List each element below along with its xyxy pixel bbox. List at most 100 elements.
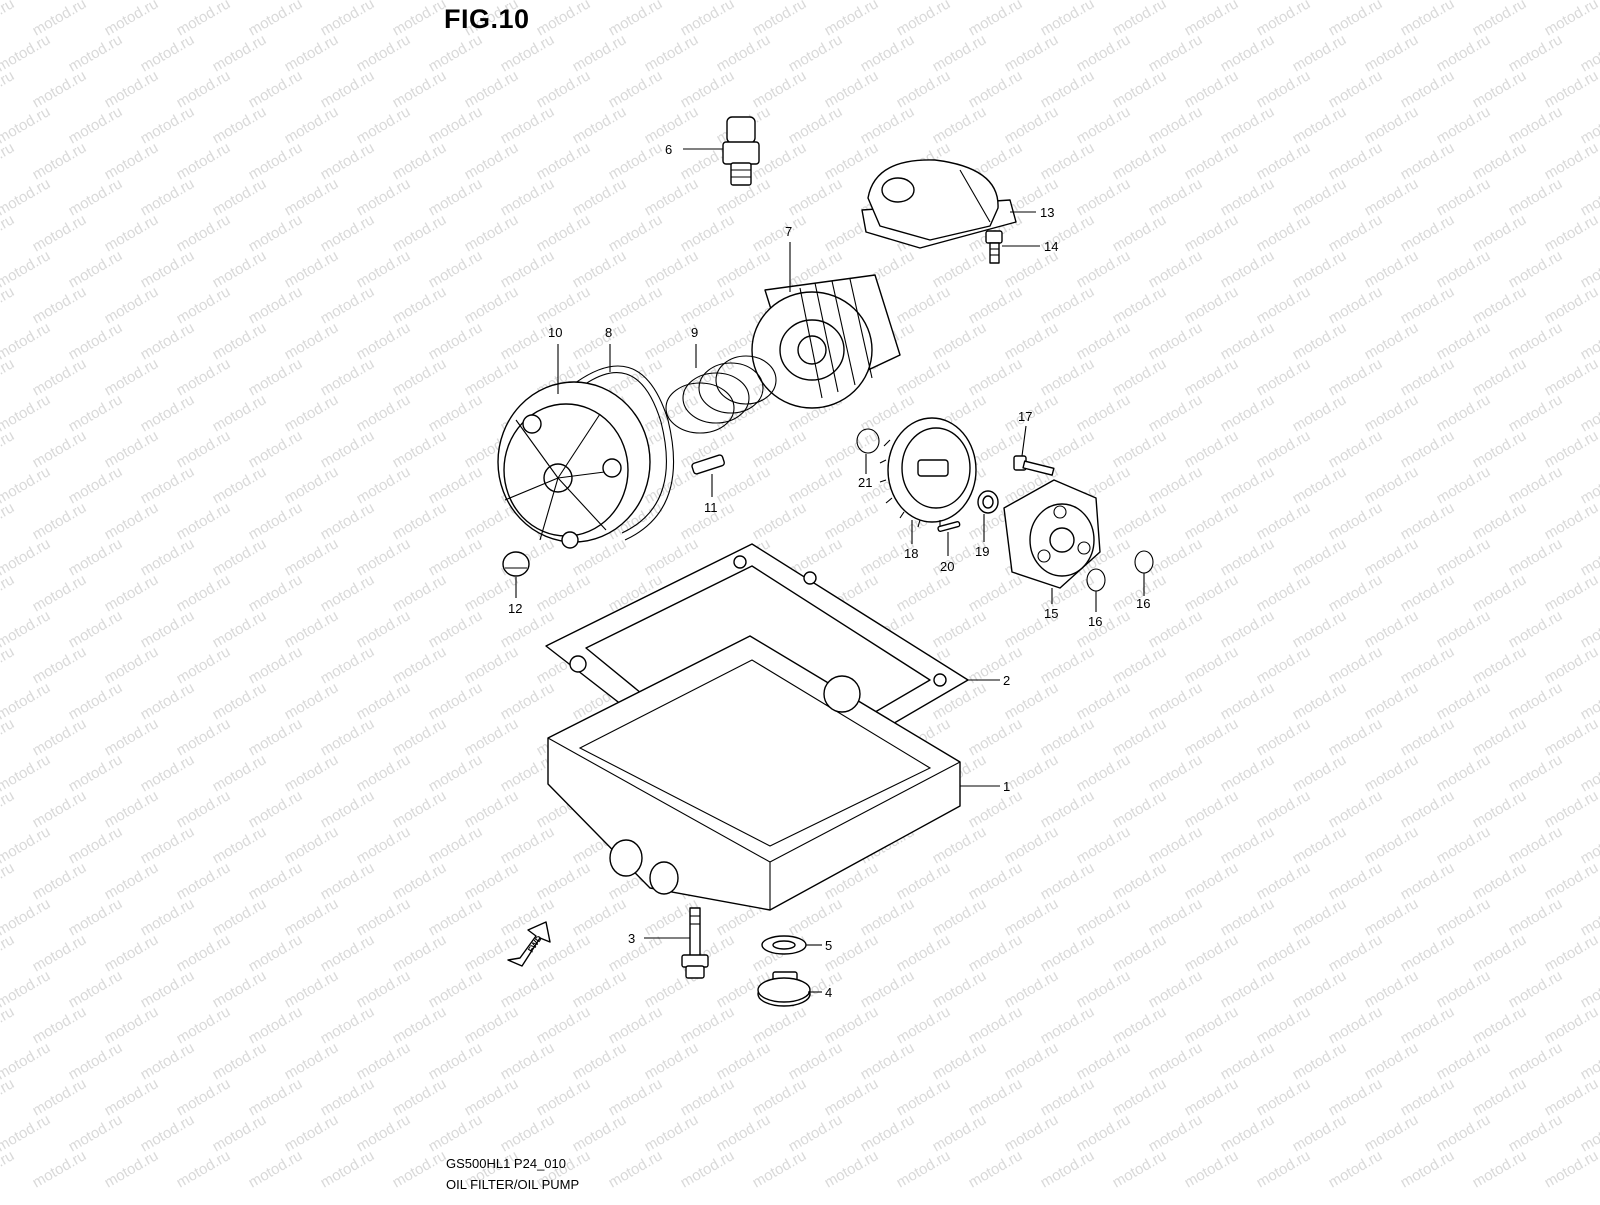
watermark-text: motod.ru [822, 139, 882, 183]
watermark-text: motod.ru [534, 0, 594, 39]
watermark-text: motod.ru [390, 1147, 450, 1191]
watermark-text: motod.ru [174, 571, 234, 615]
watermark-text: motod.ru [0, 211, 17, 255]
watermark-text: motod.ru [390, 67, 450, 111]
callout-5: 5 [825, 938, 832, 953]
watermark-text: motod.ru [462, 643, 522, 687]
watermark-text: motod.ru [426, 535, 486, 579]
watermark-text: motod.ru [894, 931, 954, 975]
watermark-text: motod.ru [174, 1003, 234, 1047]
watermark-text: motod.ru [1470, 643, 1530, 687]
watermark-text: motod.ru [0, 427, 17, 471]
watermark-text: motod.ru [1398, 1075, 1458, 1119]
watermark-text: motod.ru [30, 283, 90, 327]
watermark-text: motod.ru [1362, 607, 1422, 651]
callout-19: 19 [975, 544, 989, 559]
watermark-text: motod.ru [714, 391, 774, 435]
watermark-text: motod.ru [30, 715, 90, 759]
watermark-text: motod.ru [66, 247, 126, 291]
watermark-text: motod.ru [66, 1111, 126, 1155]
watermark-text: motod.ru [1110, 211, 1170, 255]
watermark-text: motod.ru [1542, 931, 1600, 975]
watermark-text: motod.ru [966, 859, 1026, 903]
watermark-text: motod.ru [0, 715, 17, 759]
watermark-text: motod.ru [930, 31, 990, 75]
watermark-text: motod.ru [30, 859, 90, 903]
watermark-text: motod.ru [1074, 31, 1134, 75]
watermark-text: motod.ru [1146, 535, 1206, 579]
watermark-text: motod.ru [1182, 1003, 1242, 1047]
watermark-text: motod.ru [1290, 175, 1350, 219]
watermark-text: motod.ru [1254, 787, 1314, 831]
watermark-text: motod.ru [858, 967, 918, 1011]
watermark-text: motod.ru [570, 319, 630, 363]
watermark-text: motod.ru [1182, 283, 1242, 327]
watermark-text: motod.ru [1110, 787, 1170, 831]
watermark-text: motod.ru [1470, 1147, 1530, 1191]
watermark-text: motod.ru [1182, 1075, 1242, 1119]
watermark-text: motod.ru [462, 283, 522, 327]
watermark-text: motod.ru [1506, 31, 1566, 75]
watermark-text: motod.ru [1362, 1111, 1422, 1155]
watermark-text: motod.ru [318, 67, 378, 111]
watermark-text: motod.ru [714, 463, 774, 507]
watermark-text: motod.ru [1218, 535, 1278, 579]
watermark-text: motod.ru [1218, 391, 1278, 435]
watermark-text: motod.ru [174, 139, 234, 183]
watermark-text: motod.ru [786, 175, 846, 219]
watermark-text: motod.ru [1398, 211, 1458, 255]
watermark-text: motod.ru [1218, 679, 1278, 723]
watermark-text: motod.ru [858, 31, 918, 75]
watermark-text: motod.ru [102, 427, 162, 471]
watermark-text: motod.ru [1002, 1039, 1062, 1083]
callout-6: 6 [665, 142, 672, 157]
watermark-text: motod.ru [822, 427, 882, 471]
watermark-text: motod.ru [1362, 1039, 1422, 1083]
watermark-text: motod.ru [1398, 499, 1458, 543]
watermark-text: motod.ru [174, 1147, 234, 1191]
watermark-text: motod.ru [1254, 643, 1314, 687]
watermark-text: motod.ru [966, 0, 1026, 39]
watermark-text: motod.ru [426, 607, 486, 651]
watermark-text: motod.ru [966, 787, 1026, 831]
watermark-text: motod.ru [1434, 1039, 1494, 1083]
watermark-text: motod.ru [138, 751, 198, 795]
watermark-text: motod.ru [1110, 499, 1170, 543]
watermark-text: motod.ru [138, 175, 198, 219]
watermark-text: motod.ru [1326, 1147, 1386, 1191]
watermark-text: motod.ru [1218, 103, 1278, 147]
watermark-text: motod.ru [1038, 643, 1098, 687]
watermark-text: motod.ru [1398, 787, 1458, 831]
watermark-text: motod.ru [1290, 391, 1350, 435]
watermark-text: motod.ru [426, 1111, 486, 1155]
watermark-text: motod.ru [1038, 427, 1098, 471]
watermark-text: motod.ru [354, 607, 414, 651]
watermark-text: motod.ru [1218, 175, 1278, 219]
watermark-text: motod.ru [174, 499, 234, 543]
watermark-text: motod.ru [0, 931, 17, 975]
watermark-text: motod.ru [1182, 211, 1242, 255]
watermark-text: motod.ru [174, 0, 234, 39]
watermark-text: motod.ru [1290, 463, 1350, 507]
watermark-text: motod.ru [462, 67, 522, 111]
watermark-text: motod.ru [30, 787, 90, 831]
watermark-text: motod.ru [1038, 931, 1098, 975]
watermark-text: motod.ru [354, 247, 414, 291]
watermark-text: motod.ru [66, 31, 126, 75]
watermark-text: motod.ru [534, 211, 594, 255]
watermark-text: motod.ru [318, 643, 378, 687]
watermark-text: motod.ru [282, 1111, 342, 1155]
watermark-text: motod.ru [30, 355, 90, 399]
watermark-text: motod.ru [1074, 823, 1134, 867]
watermark-text: motod.ru [390, 139, 450, 183]
watermark-text: motod.ru [1218, 463, 1278, 507]
watermark-text: motod.ru [102, 1075, 162, 1119]
watermark-text: motod.ru [1074, 391, 1134, 435]
watermark-text: motod.ru [246, 1003, 306, 1047]
watermark-text: motod.ru [246, 283, 306, 327]
watermark-text: motod.ru [138, 535, 198, 579]
watermark-text: motod.ru [0, 643, 17, 687]
watermark-text: motod.ru [1146, 967, 1206, 1011]
watermark-text: motod.ru [1470, 211, 1530, 255]
